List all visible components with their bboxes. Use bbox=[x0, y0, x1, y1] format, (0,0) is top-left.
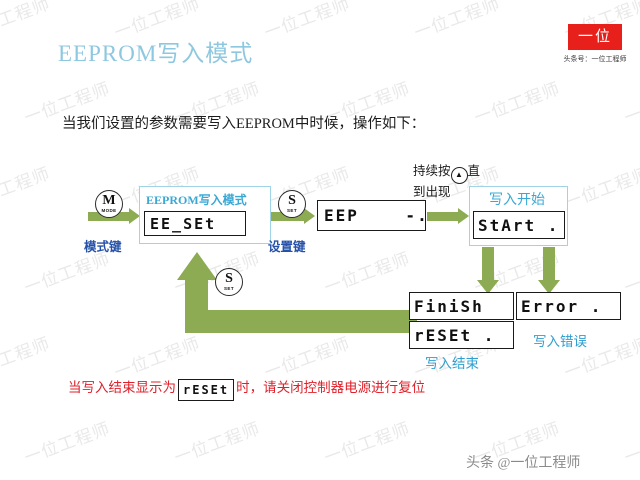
arrow-start-to-finish bbox=[477, 247, 499, 294]
watermark-text: 一位工程师 bbox=[471, 78, 563, 128]
panel-write-start-caption: 写入开始 bbox=[489, 193, 545, 208]
watermark-text: 一位工程师 bbox=[621, 248, 640, 298]
watermark-text: 一位工程师 bbox=[411, 0, 503, 43]
hint-hold-up-key: 持续按▲直 到出现 bbox=[413, 163, 480, 200]
mode-key-button[interactable]: M MODE bbox=[95, 190, 123, 218]
warning-note-part1: 当写入结束显示为 bbox=[68, 380, 176, 395]
label-write-error: 写入错误 bbox=[533, 334, 587, 349]
watermark-text: 一位工程师 bbox=[321, 418, 413, 468]
page-title: EEPROM写入模式 bbox=[58, 41, 254, 66]
watermark-text: 一位工程师 bbox=[21, 418, 113, 468]
lcd-error: Error . bbox=[516, 292, 621, 320]
lead-paragraph: 当我们设置的参数需要写入EEPROM中时候，操作如下： bbox=[62, 116, 426, 132]
watermark-text: 一位工程师 bbox=[0, 333, 53, 383]
brand-logo: 一位 bbox=[568, 24, 622, 50]
watermark-text: 一位工程师 bbox=[621, 78, 640, 128]
lcd-finish: FiniSh bbox=[409, 292, 514, 320]
watermark-text: 一位工程师 bbox=[261, 0, 353, 43]
watermark-text: 一位工程师 bbox=[621, 418, 640, 468]
set-key-glyph: S bbox=[288, 193, 296, 209]
mode-key-label: 模式键 bbox=[84, 240, 122, 254]
up-arrow-icon: ▲ bbox=[450, 166, 468, 184]
set-key-button-loop[interactable]: S SET bbox=[215, 268, 243, 296]
arrow-start-to-error bbox=[538, 247, 560, 294]
lcd-eeprom-set: EE_SEt bbox=[144, 211, 246, 236]
arrow-eep-to-start bbox=[427, 208, 469, 225]
set-key-button[interactable]: S SET bbox=[278, 190, 306, 218]
set-key-loop-glyph: S bbox=[225, 271, 233, 287]
hint-line1-after: 直 bbox=[467, 164, 481, 178]
panel-eeprom-caption: EEPROM写入模式 bbox=[146, 193, 247, 207]
watermark-text: 一位工程师 bbox=[561, 163, 640, 213]
mode-key-glyph: M bbox=[102, 193, 116, 209]
set-key-loop-sublabel: SET bbox=[224, 286, 234, 292]
brand-logo-subtitle: 头条号：一位工程师 bbox=[563, 55, 627, 63]
watermark-text: 一位工程师 bbox=[0, 0, 53, 43]
hint-line2: 到出现 bbox=[413, 184, 451, 199]
hint-line1-before: 持续按 bbox=[413, 164, 451, 178]
warning-note-part2: 时，请关闭控制器电源进行复位 bbox=[236, 380, 426, 395]
watermark-text: 一位工程师 bbox=[171, 418, 263, 468]
lcd-reset: rESEt . bbox=[409, 321, 514, 349]
watermark-text: 一位工程师 bbox=[0, 163, 53, 213]
warning-note-lcd: rESEt bbox=[178, 379, 235, 401]
footer-watermark: 头条 @一位工程师 bbox=[466, 456, 581, 471]
arrow-feedback-loop bbox=[167, 252, 417, 340]
set-key-sublabel: SET bbox=[287, 208, 297, 214]
mode-key-sublabel: MODE bbox=[101, 208, 117, 214]
set-key-label: 设置键 bbox=[268, 240, 306, 254]
lcd-start: StArt . bbox=[473, 211, 565, 239]
lcd-eep: EEP -. bbox=[317, 200, 427, 231]
label-write-finished: 写入结束 bbox=[425, 356, 479, 371]
